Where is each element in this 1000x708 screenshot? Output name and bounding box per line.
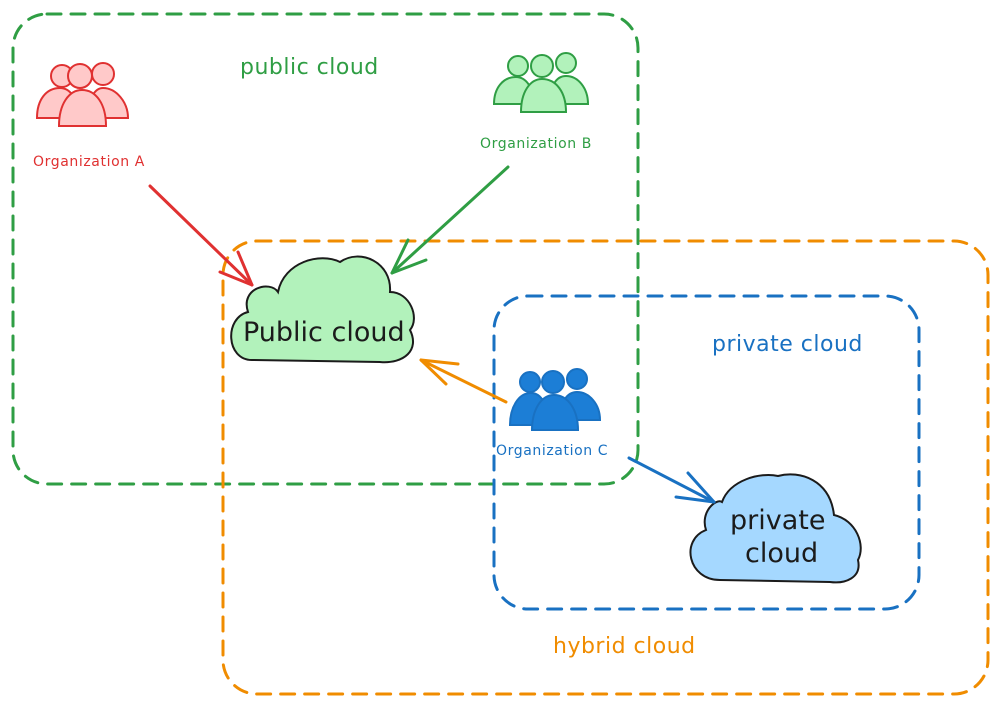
organization-a-users-icon <box>35 62 130 127</box>
private-cloud-node: private cloud <box>689 473 862 584</box>
hybrid-cloud-region-label: hybrid cloud <box>553 634 696 659</box>
private-cloud-label-line1: private <box>730 505 825 536</box>
hybrid-cloud-region <box>221 239 990 696</box>
organization-c-users-icon <box>508 368 602 431</box>
organization-b-label: Organization B <box>480 136 592 152</box>
arrow-org-c-to-public-cloud <box>419 358 508 404</box>
arrow-org-c-to-private-cloud <box>627 456 716 504</box>
organization-a-label: Organization A <box>33 154 145 170</box>
private-cloud-label-line2: cloud <box>745 538 818 569</box>
public-cloud-node: Public cloud <box>230 255 415 364</box>
private-cloud-region <box>492 294 921 611</box>
public-cloud-region-label: public cloud <box>240 55 379 80</box>
organization-b-users-icon <box>492 52 590 113</box>
private-cloud-region-label: private cloud <box>712 332 863 357</box>
arrow-org-b-to-public-cloud <box>390 165 510 275</box>
public-cloud-label: Public cloud <box>243 317 405 348</box>
organization-c-label: Organization C <box>496 443 608 459</box>
arrow-org-a-to-public-cloud <box>148 184 254 287</box>
public-cloud-region <box>11 12 640 486</box>
